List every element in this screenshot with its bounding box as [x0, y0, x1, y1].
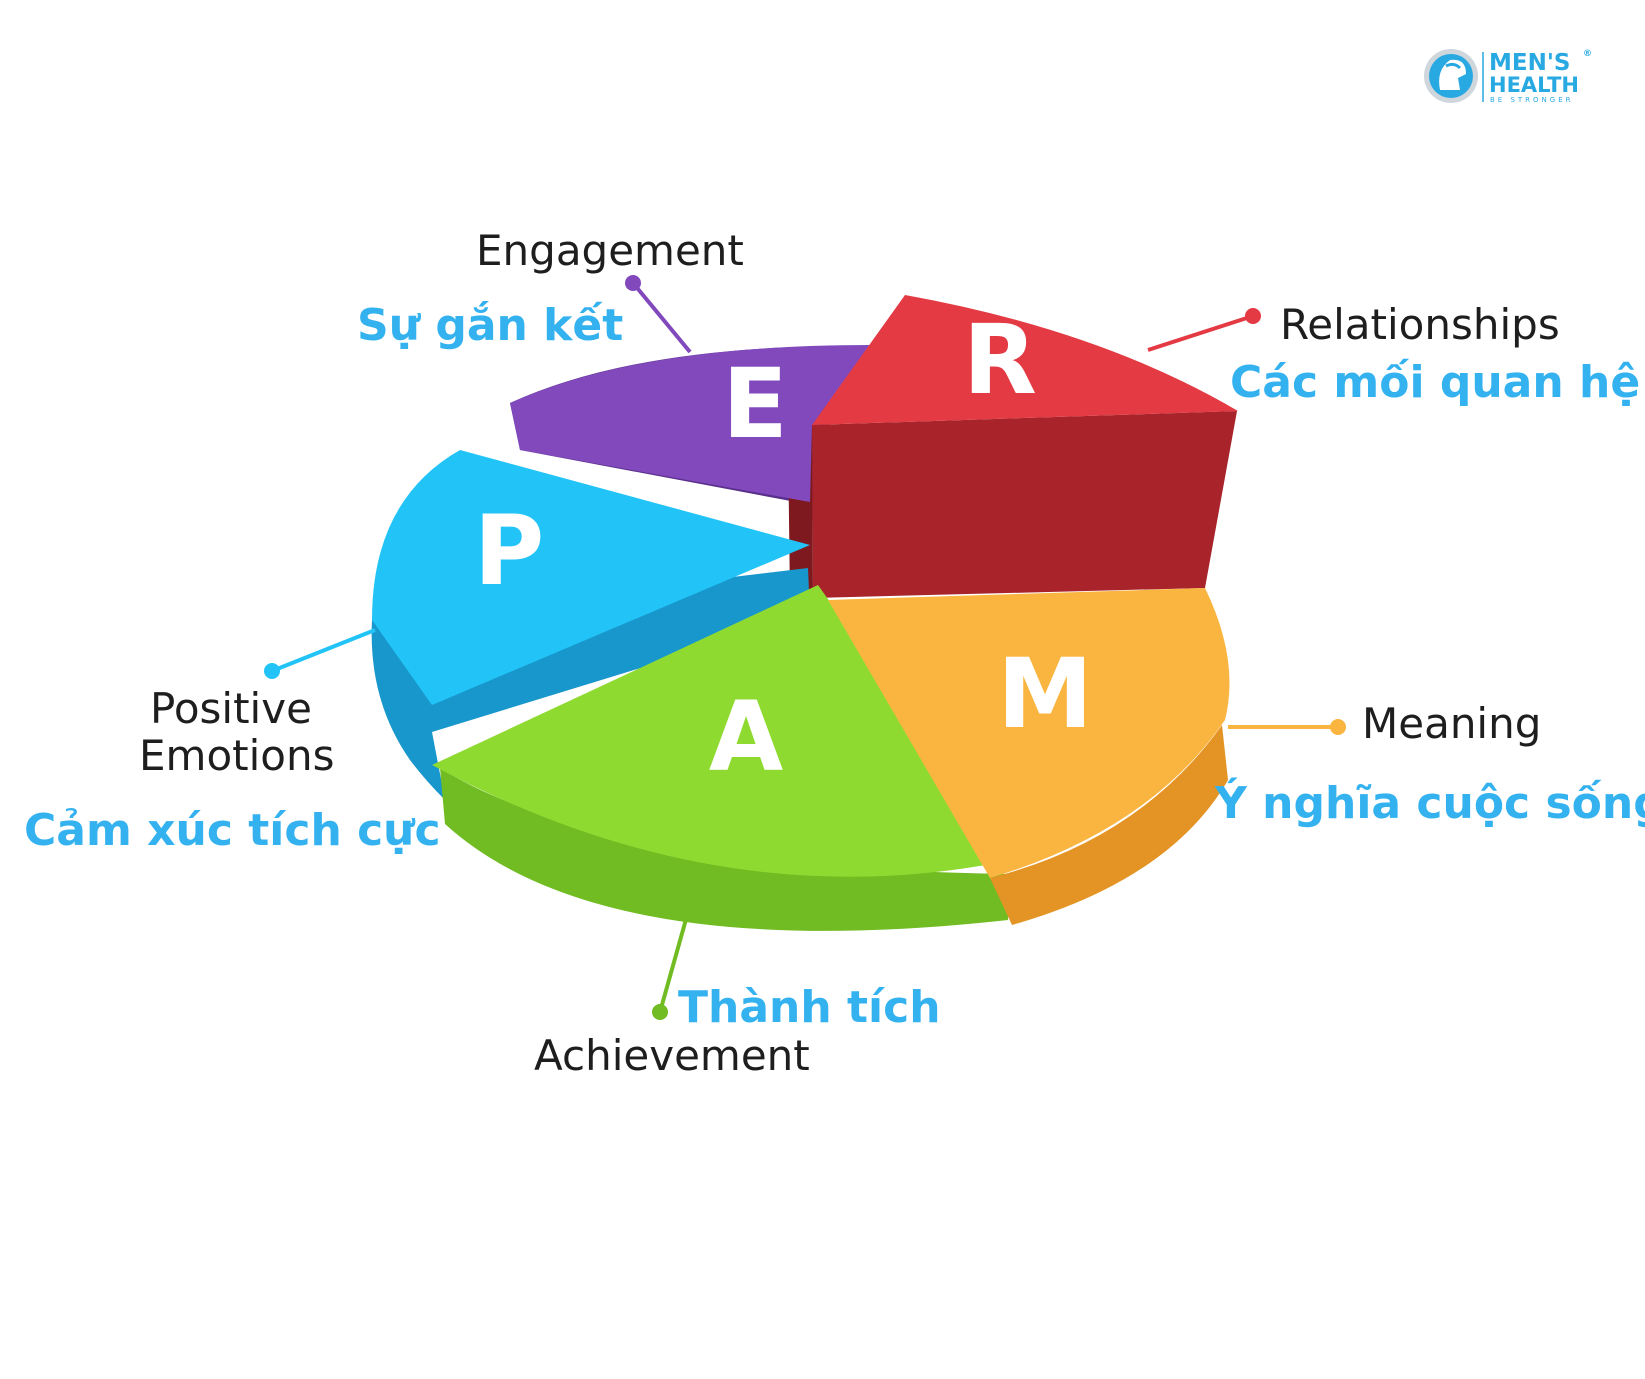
pie-letters: E R M A P [474, 304, 1093, 793]
label-engagement-en: Engagement [476, 226, 744, 275]
connectors [264, 275, 1346, 1020]
logo-tagline: BE STRONGER [1490, 96, 1574, 104]
segment-achievement-side [440, 768, 1010, 931]
labels: Engagement Sự gắn kết Relationships Các … [24, 226, 1645, 1080]
logo-line2: HEALTH [1489, 73, 1579, 97]
label-achievement-en: Achievement [534, 1031, 810, 1080]
letter-r: R [963, 304, 1037, 416]
label-achievement-vi: Thành tích [678, 982, 941, 1033]
connector-achievement [652, 904, 692, 1020]
label-meaning-vi: Ý nghĩa cuộc sống [1214, 776, 1645, 829]
mens-health-logo: MEN'S ® HEALTH BE STRONGER [1424, 49, 1592, 104]
segment-relationships-side [812, 411, 1237, 598]
segment-meaning-top [828, 588, 1230, 878]
pie-tops [372, 295, 1238, 878]
spartan-helmet-icon [1424, 49, 1478, 103]
letter-e: E [722, 348, 788, 460]
segment-positive-top [372, 450, 810, 705]
label-positive-vi: Cảm xúc tích cực [24, 805, 441, 856]
label-meaning-en: Meaning [1362, 699, 1541, 748]
label-positive-en-line2: Emotions [139, 731, 334, 780]
connector-engagement [625, 275, 692, 354]
connector-relationships [1147, 308, 1261, 352]
label-relationships-en: Relationships [1280, 300, 1560, 349]
logo-line1: MEN'S [1489, 50, 1570, 76]
connector-meaning [1228, 719, 1346, 735]
connector-positive [264, 628, 376, 679]
label-engagement-vi: Sự gắn kết [357, 300, 623, 351]
segment-meaning-side [990, 725, 1228, 925]
letter-p: P [474, 495, 544, 607]
logo-registered-mark: ® [1583, 49, 1592, 59]
segment-relationships-top [812, 295, 1238, 425]
segment-engagement-top [510, 345, 870, 502]
label-positive-en-line1: Positive [150, 684, 312, 733]
letter-m: M [997, 638, 1093, 750]
label-relationships-vi: Các mối quan hệ [1230, 357, 1640, 408]
letter-a: A [709, 681, 783, 793]
